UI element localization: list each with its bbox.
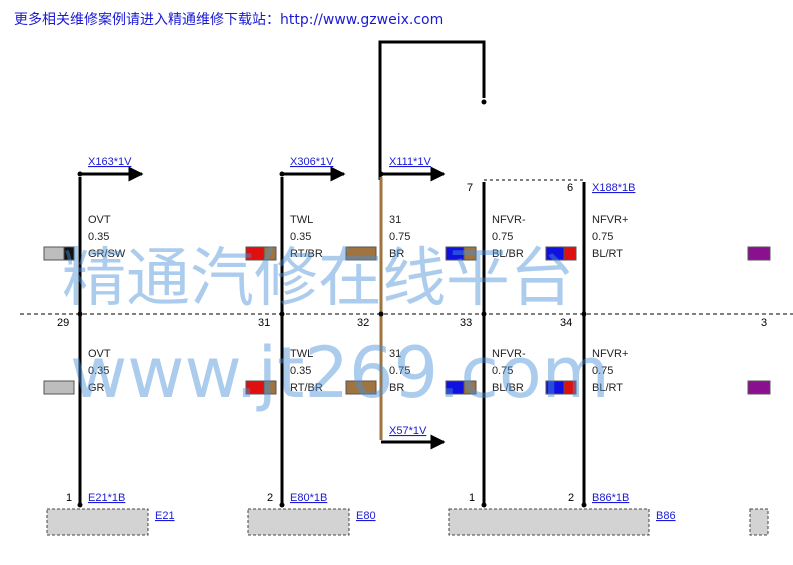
splice-dot — [481, 311, 487, 317]
pin-number: 33 — [460, 317, 472, 329]
color-swatch-violet — [747, 380, 771, 395]
svg-text:BL/BR: BL/BR — [492, 382, 524, 394]
svg-text:0.75: 0.75 — [492, 365, 513, 377]
svg-text:NFVR+: NFVR+ — [592, 348, 628, 360]
upper-wire-label-ovt: OVT 0.35 GR/SW — [88, 214, 126, 260]
upper-wire-label-nfvr-minus: NFVR- 0.75 BL/BR — [492, 214, 526, 260]
svg-text:BR: BR — [389, 382, 404, 394]
connector-link-e80[interactable]: E80*1B — [290, 492, 327, 504]
upper-wire-label-twl: TWL 0.35 RT/BR — [290, 214, 323, 260]
pin-number: 6 — [567, 182, 573, 194]
component-b86 — [448, 508, 650, 536]
junction-dot — [77, 171, 83, 177]
loop-end-dot — [481, 99, 487, 105]
svg-text:0.75: 0.75 — [389, 365, 410, 377]
svg-text:BL/RT: BL/RT — [592, 248, 623, 260]
svg-text:RT/BR: RT/BR — [290, 382, 323, 394]
svg-text:GR/SW: GR/SW — [88, 248, 126, 260]
connector-link-x163[interactable]: X163*1V — [88, 156, 132, 168]
svg-text:0.75: 0.75 — [492, 231, 513, 243]
pin-number: 31 — [258, 317, 270, 329]
junction-dot — [279, 171, 285, 177]
pin-number: 2 — [267, 492, 273, 504]
svg-text:31: 31 — [389, 348, 401, 360]
svg-text:0.35: 0.35 — [290, 231, 311, 243]
svg-text:RT/BR: RT/BR — [290, 248, 323, 260]
component-e21 — [46, 508, 149, 536]
connector-link-e21[interactable]: E21*1B — [88, 492, 125, 504]
watermark-text: 精通汽修在线平台 — [62, 242, 574, 316]
component-link-b86[interactable]: B86 — [656, 510, 676, 522]
pin-end-dot — [481, 502, 487, 508]
download-banner[interactable]: 更多相关维修案例请进入精通维修下载站：http://www.gzweix.com — [14, 12, 444, 28]
pin-number: 3 — [761, 317, 767, 329]
svg-text:0.35: 0.35 — [88, 365, 109, 377]
svg-text:NFVR-: NFVR- — [492, 214, 526, 226]
color-swatch-rt-br — [245, 246, 277, 261]
top-loop-wire — [378, 40, 486, 180]
pin-number: 7 — [467, 182, 473, 194]
pin-number: 34 — [560, 317, 572, 329]
color-swatch-bl-rt — [545, 380, 577, 395]
color-swatch-gr-sw — [43, 246, 75, 261]
color-swatch-rt-br — [245, 380, 277, 395]
svg-text:BR: BR — [389, 248, 404, 260]
connector-link-x57[interactable]: X57*1V — [389, 425, 427, 437]
watermark-url: www.jt269.com — [70, 332, 610, 414]
pin-end-dot — [581, 502, 587, 508]
color-swatch-bl-br — [445, 246, 477, 261]
svg-text:0.75: 0.75 — [389, 231, 410, 243]
pin-number: 1 — [66, 492, 72, 504]
component-link-e80[interactable]: E80 — [356, 510, 376, 522]
svg-text:GR: GR — [88, 382, 105, 394]
connector-link-b86[interactable]: B86*1B — [592, 492, 629, 504]
pin-number: 32 — [357, 317, 369, 329]
svg-text:NFVR+: NFVR+ — [592, 214, 628, 226]
pin-number: 1 — [469, 492, 475, 504]
svg-text:NFVR-: NFVR- — [492, 348, 526, 360]
component-link-e21[interactable]: E21 — [155, 510, 175, 522]
connector-link-x111[interactable]: X111*1V — [389, 156, 431, 168]
junction-dot — [378, 171, 384, 177]
splice-dot — [581, 311, 587, 317]
connector-link-x188[interactable]: X188*1B — [592, 182, 635, 194]
lower-wire-label-31: 31 0.75 BR — [389, 348, 410, 394]
color-swatch-br — [345, 380, 377, 395]
color-swatch-bl-rt — [545, 246, 577, 261]
svg-text:OVT: OVT — [88, 214, 111, 226]
splice-dot — [279, 311, 285, 317]
component-e80 — [247, 508, 350, 536]
upper-wire-label-nfvr-plus: NFVR+ 0.75 BL/RT — [592, 214, 628, 260]
svg-text:0.35: 0.35 — [88, 231, 109, 243]
component-partial — [749, 508, 769, 536]
svg-text:0.75: 0.75 — [592, 231, 613, 243]
connector-link-x306[interactable]: X306*1V — [290, 156, 334, 168]
splice-dot — [77, 311, 83, 317]
color-swatch-br — [345, 246, 377, 261]
splice-dot — [378, 311, 384, 317]
lower-wire-label-twl: TWL 0.35 RT/BR — [290, 348, 323, 394]
pin-number: 2 — [568, 492, 574, 504]
pin-end-dot — [77, 502, 83, 508]
upper-wire-label-31: 31 0.75 BR — [389, 214, 410, 260]
svg-text:31: 31 — [389, 214, 401, 226]
svg-text:OVT: OVT — [88, 348, 111, 360]
svg-text:TWL: TWL — [290, 348, 313, 360]
svg-text:TWL: TWL — [290, 214, 313, 226]
svg-text:BL/BR: BL/BR — [492, 248, 524, 260]
svg-text:BL/RT: BL/RT — [592, 382, 623, 394]
color-swatch-violet — [747, 246, 771, 261]
pin-end-dot — [279, 502, 285, 508]
pin-number: 29 — [57, 317, 69, 329]
color-swatch-gr — [43, 380, 75, 395]
lower-wire-label-ovt: OVT 0.35 GR — [88, 348, 111, 394]
lower-wire-label-nfvr-plus: NFVR+ 0.75 BL/RT — [592, 348, 628, 394]
lower-wire-label-nfvr-minus: NFVR- 0.75 BL/BR — [492, 348, 526, 394]
color-swatch-bl-br — [445, 380, 477, 395]
svg-text:0.35: 0.35 — [290, 365, 311, 377]
svg-text:0.75: 0.75 — [592, 365, 613, 377]
